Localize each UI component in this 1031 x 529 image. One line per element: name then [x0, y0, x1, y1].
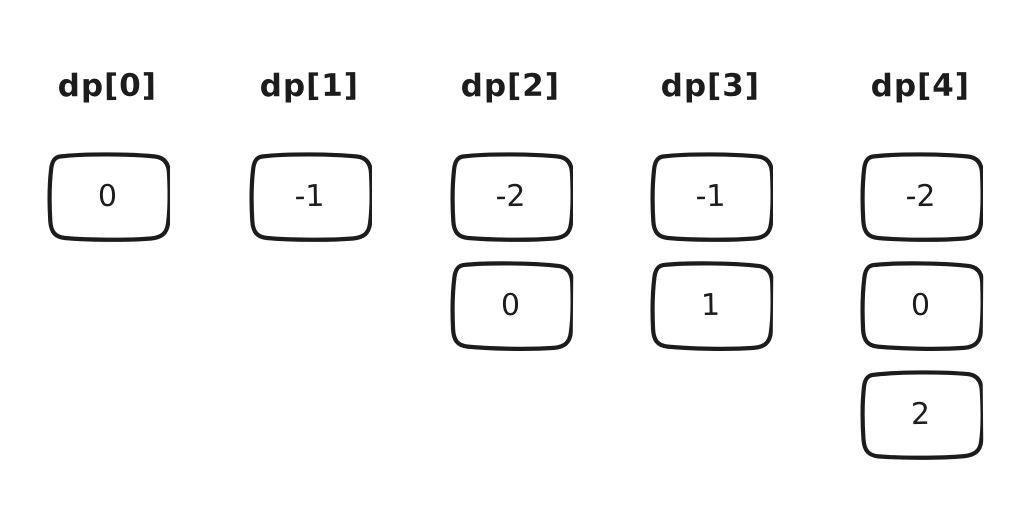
value-box: -1: [247, 150, 372, 244]
box-value: 2: [910, 396, 931, 432]
column-label-dp4: dp[4]: [870, 67, 971, 105]
box-value: -1: [695, 178, 726, 214]
value-box: -2: [858, 150, 983, 244]
value-box: 0: [45, 150, 170, 244]
dp-column-1: dp[1] -1: [247, 68, 372, 244]
box-value: 0: [910, 287, 931, 323]
box-stack: 0: [45, 150, 170, 244]
dp-column-2: dp[2] -2 0: [448, 68, 573, 353]
column-label-dp2: dp[2]: [460, 67, 561, 105]
dp-column-3: dp[3] -1 1: [648, 68, 773, 353]
box-value: -2: [495, 178, 526, 214]
column-label-dp1: dp[1]: [259, 67, 360, 105]
value-box: 2: [858, 368, 983, 462]
box-value: -1: [294, 178, 325, 214]
box-stack: -1 1: [648, 150, 773, 353]
box-value: -2: [905, 178, 936, 214]
value-box: 0: [858, 259, 983, 353]
value-box: 0: [448, 259, 573, 353]
box-value: 1: [700, 287, 721, 323]
column-label-dp0: dp[0]: [57, 67, 158, 105]
box-value: 0: [500, 287, 521, 323]
value-box: -1: [648, 150, 773, 244]
dp-column-0: dp[0] 0: [45, 68, 170, 244]
value-box: 1: [648, 259, 773, 353]
box-stack: -2 0 2: [858, 150, 983, 462]
box-stack: -2 0: [448, 150, 573, 353]
box-value: 0: [97, 178, 118, 214]
box-stack: -1: [247, 150, 372, 244]
dp-column-4: dp[4] -2 0 2: [858, 68, 983, 462]
value-box: -2: [448, 150, 573, 244]
column-label-dp3: dp[3]: [660, 67, 761, 105]
